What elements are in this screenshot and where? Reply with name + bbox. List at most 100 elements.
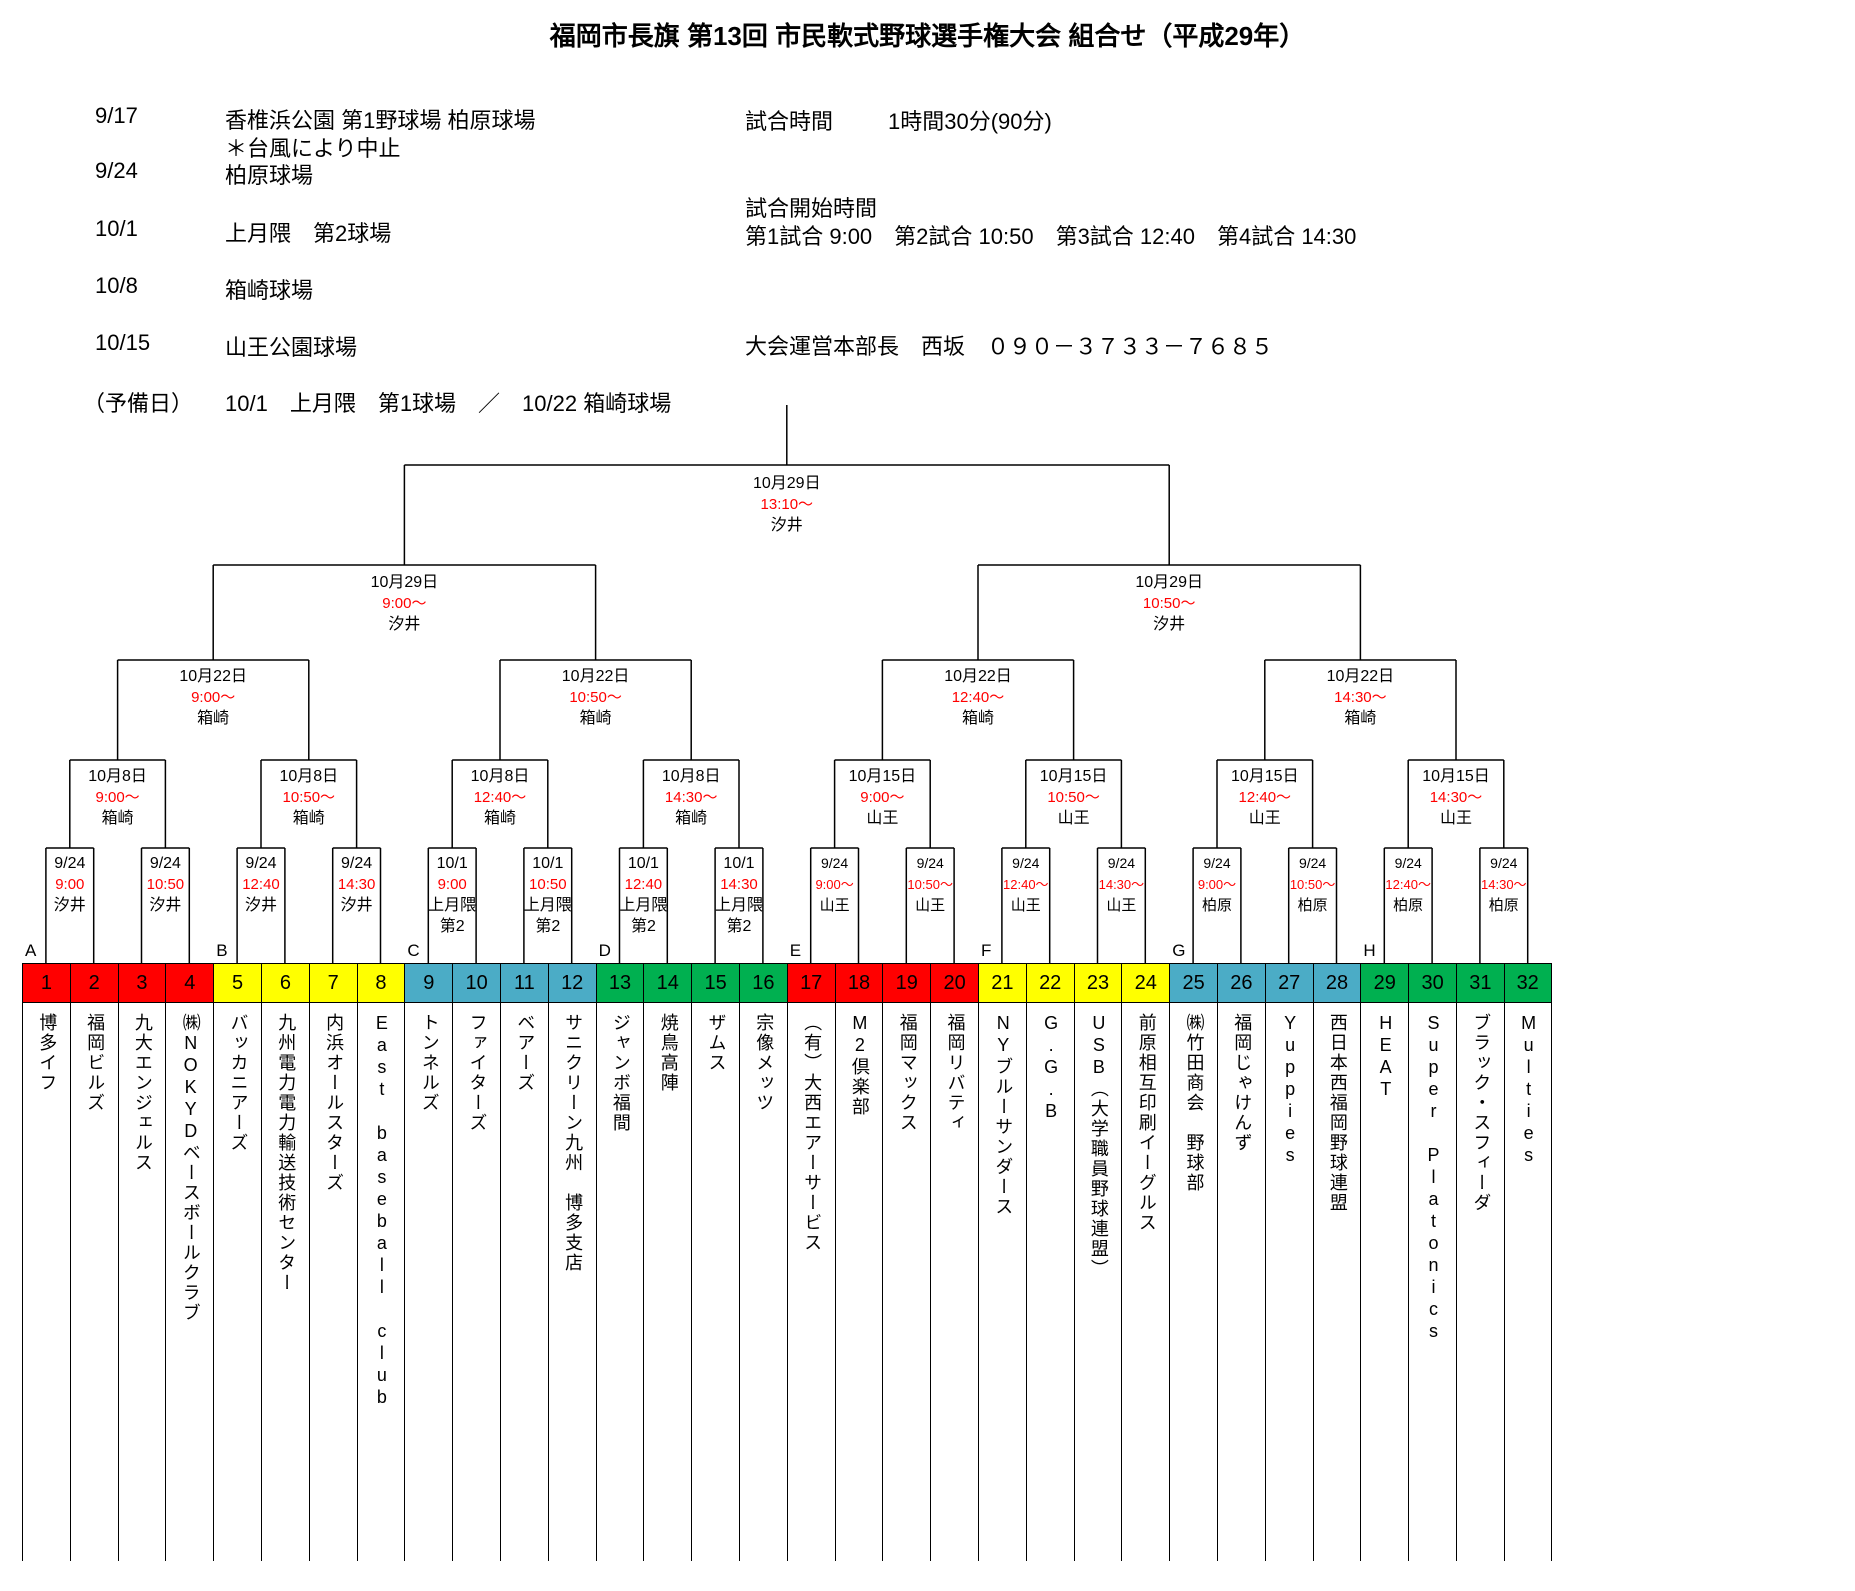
team-number-10: 10 <box>452 963 500 1003</box>
schedule-date-1: 9/17 <box>95 103 138 128</box>
team-number-6: 6 <box>261 963 309 1003</box>
match-date: 9/24 <box>54 855 86 872</box>
team-name-col-23: USB（大学職員野球連盟） <box>1073 1003 1122 1561</box>
match-time-value: 1時間30分(90分) <box>888 109 1052 134</box>
match-time: 9:00～ <box>815 877 854 892</box>
match-date: 9/24 <box>1298 855 1327 871</box>
match-venue: 汐井 <box>149 897 182 914</box>
team-name: 九州電力電力輸送技術センター <box>276 1013 297 1293</box>
schedule-venue-6: 10/1 上月隈 第1球場 ／ 10/22 箱崎球場 <box>225 391 672 416</box>
block-label-F: F <box>981 941 992 960</box>
team-name-col-30: Super Platonics <box>1408 1003 1456 1561</box>
team-name: USB（大学職員野球連盟） <box>1088 1013 1109 1279</box>
match-date: 9/24 <box>1012 855 1040 871</box>
team-number-5: 5 <box>213 963 261 1003</box>
team-number-16: 16 <box>739 963 787 1003</box>
match-venue: 上月隈 <box>619 897 668 914</box>
match-time: 12:40～ <box>1003 877 1049 892</box>
team-name-col-4: ㈱NOKYDベースボールクラブ <box>165 1003 213 1561</box>
block-label-H: H <box>1363 941 1376 960</box>
match-venue: 汐井 <box>244 897 277 914</box>
block-label-C: C <box>407 941 420 960</box>
match-date: 9/24 <box>1490 855 1518 871</box>
schedule-date-4: 10/8 <box>95 273 138 298</box>
match-time: 10:50～ <box>1289 877 1336 892</box>
schedule-venue-2: 柏原球場 <box>225 163 314 188</box>
team-number-1: 1 <box>22 963 70 1003</box>
team-number-14: 14 <box>643 963 692 1003</box>
match-date: 9/24 <box>149 855 181 872</box>
team-name-col-22: G.G.B <box>1025 1003 1074 1561</box>
match-venue: 山王 <box>1439 810 1472 827</box>
match-date: 10月22日 <box>1326 668 1395 685</box>
match-time: 12:40 <box>624 876 663 893</box>
team-name-col-24: 前原相互印刷イーグルス <box>1121 1003 1169 1561</box>
team-name: M2倶楽部 <box>849 1013 870 1117</box>
match-venue: 柏原 <box>1201 897 1232 914</box>
team-number-15: 15 <box>691 963 739 1003</box>
match-time: 10:50～ <box>1047 789 1100 806</box>
team-number-13: 13 <box>595 963 644 1003</box>
schedule-date-6: （予備日） <box>83 391 194 416</box>
match-date: 10月8日 <box>661 768 721 785</box>
team-name: Super Platonics <box>1423 1013 1444 1343</box>
match-venue: 箱崎 <box>961 710 994 727</box>
team-name-col-25: ㈱竹田商会 野球部 <box>1169 1003 1217 1561</box>
match-time: 10:50～ <box>1142 595 1196 612</box>
match-time: 9:00～ <box>1197 877 1237 892</box>
team-name: HEAT <box>1375 1013 1396 1101</box>
team-name-col-17: （有）大西エアーサービス <box>786 1003 835 1561</box>
team-number-18: 18 <box>834 963 883 1003</box>
block-label-A: A <box>25 941 37 960</box>
match-date: 10/1 <box>627 855 659 872</box>
team-number-9: 9 <box>404 963 453 1003</box>
match-date: 9/24 <box>820 855 849 871</box>
team-name: 西日本西福岡野球連盟 <box>1327 1013 1348 1213</box>
match-date: 10月22日 <box>944 668 1012 685</box>
team-number-30: 30 <box>1408 963 1456 1003</box>
team-name: G.G.B <box>1041 1013 1062 1123</box>
team-name-col-9: トンネルズ <box>404 1003 452 1561</box>
team-name-col-14: 焼鳥高陣 <box>643 1003 691 1561</box>
team-name-col-18: M2倶楽部 <box>834 1003 883 1561</box>
match-time: 14:30 <box>337 876 376 893</box>
match-date: 10/1 <box>723 855 755 872</box>
team-number-25: 25 <box>1169 963 1217 1003</box>
team-name-col-2: 福岡ビルズ <box>69 1003 118 1561</box>
match-time: 9:00 <box>55 876 85 893</box>
team-name: Multies <box>1518 1013 1539 1167</box>
team-number-8: 8 <box>356 963 405 1003</box>
team-number-3: 3 <box>117 963 166 1003</box>
match-venue: 箱崎 <box>483 810 516 827</box>
team-name-col-7: 内浜オールスターズ <box>308 1003 357 1561</box>
match-time: 12:40 <box>242 876 280 893</box>
match-time: 10:50 <box>529 876 567 893</box>
match-venue: 上月隈 <box>523 897 572 914</box>
team-name-col-1: 博多イフ <box>22 1003 70 1561</box>
team-name: ㈱NOKYDベースボールクラブ <box>180 1013 201 1323</box>
block-label-G: G <box>1172 941 1186 960</box>
team-name-col-29: HEAT <box>1360 1003 1408 1561</box>
team-number-31: 31 <box>1456 963 1504 1003</box>
team-name-col-31: ブラック・スフィーダ <box>1456 1003 1504 1561</box>
match-date: 10月29日 <box>752 475 821 492</box>
team-number-22: 22 <box>1025 963 1074 1003</box>
team-name-col-8: East baseball club <box>356 1003 405 1561</box>
match-date: 10月29日 <box>1135 574 1203 591</box>
